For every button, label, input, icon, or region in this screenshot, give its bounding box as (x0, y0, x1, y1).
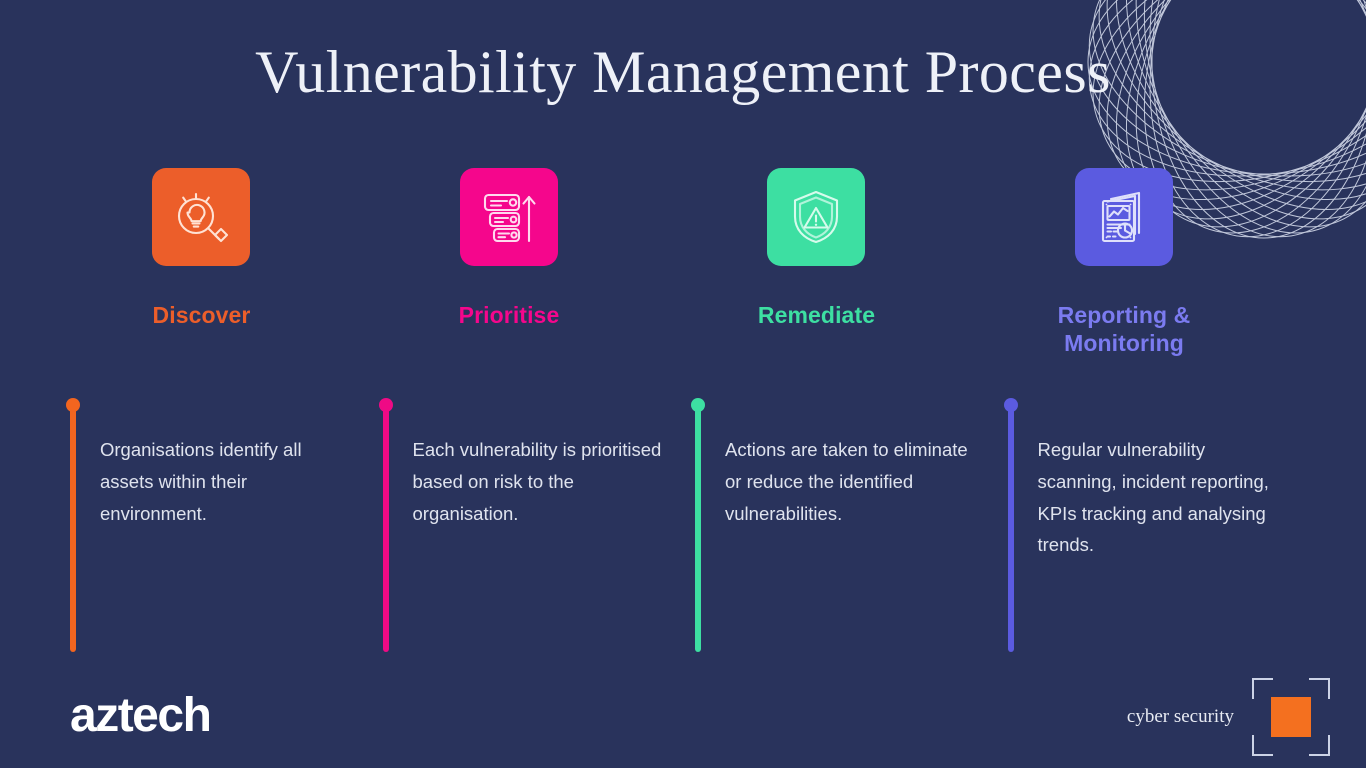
description-text-discover: Organisations identify all assets within… (100, 439, 302, 524)
cyber-security-lockup: cyber security (1127, 678, 1330, 756)
description-text-prioritise: Each vulnerability is prioritised based … (412, 439, 662, 524)
step-discover[interactable]: Discover (74, 168, 382, 357)
rail-dot-remediate (691, 398, 705, 412)
step-remediate[interactable]: Remediate (689, 168, 997, 357)
rail-remediate (691, 398, 705, 652)
magnifier-lightbulb-icon (177, 192, 229, 243)
bracket-corner-top-right (1309, 678, 1330, 699)
description-text-remediate: Actions are taken to eliminate or reduce… (725, 439, 968, 524)
description-prioritise: Each vulnerability is prioritised based … (378, 398, 696, 652)
bracket-corner-bottom-right (1309, 735, 1330, 756)
bracket-corner-top-left (1252, 678, 1273, 699)
remediate-tile[interactable] (767, 168, 865, 266)
bracket-corner-bottom-left (1252, 735, 1273, 756)
rail-dot-reporting (1003, 398, 1018, 412)
step-label-reporting-monitoring: Reporting & Monitoring (1057, 302, 1191, 357)
ranked-list-arrow-icon (483, 193, 536, 243)
cyber-security-tagline: cyber security (1126, 706, 1234, 727)
step-label-remediate: Remediate (757, 302, 876, 328)
description-discover: Organisations identify all assets within… (66, 398, 383, 652)
description-remediate: Actions are taken to eliminate or reduce… (691, 398, 1008, 652)
page-title: Vulnerability Management Process (255, 39, 1111, 105)
shield-warning-icon (793, 190, 839, 244)
orange-square-mark (1271, 697, 1311, 737)
aztech-wordmark: aztech (70, 689, 212, 742)
prioritise-tile[interactable] (459, 168, 558, 266)
step-reporting-monitoring[interactable]: Reporting & Monitoring (997, 168, 1305, 357)
discover-tile[interactable] (152, 168, 250, 266)
rail-reporting (1003, 398, 1018, 652)
rail-dot-prioritise (378, 398, 393, 412)
step-label-discover: Discover (152, 302, 251, 328)
rail-dot-discover (66, 398, 80, 412)
step-prioritise[interactable]: Prioritise (382, 168, 690, 357)
report-charts-icon (1101, 191, 1140, 243)
descriptions-row: Organisations identify all assets within… (66, 398, 1321, 652)
step-label-prioritise: Prioritise (458, 302, 560, 328)
rail-discover (66, 398, 80, 652)
description-reporting-monitoring: Regular vulnerability scanning, incident… (1003, 398, 1321, 652)
bracket-frame-icon (1252, 678, 1330, 756)
description-text-reporting-monitoring: Regular vulnerability scanning, incident… (1037, 439, 1269, 556)
rail-prioritise (378, 398, 393, 652)
reporting-tile[interactable] (1074, 168, 1173, 266)
steps-row: Discover (74, 168, 1304, 357)
